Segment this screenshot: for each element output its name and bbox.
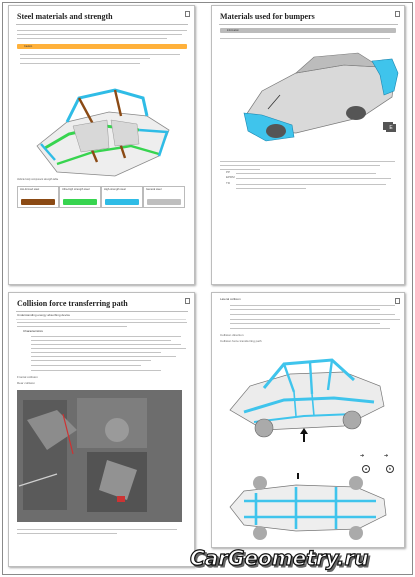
cargeometry-logo: CarGeometry.ru CarGeometry.ru bbox=[189, 545, 371, 572]
page-icon bbox=[185, 11, 190, 17]
title-divider bbox=[16, 311, 188, 312]
bullet-collision-direction: Collision direction bbox=[220, 333, 244, 337]
page-collision-path: Collision force transferring path Unders… bbox=[8, 292, 195, 567]
bullet-rear-collision: Rear collision bbox=[17, 381, 36, 385]
caution-note: Caution bbox=[17, 44, 187, 49]
legend-label: General steel bbox=[146, 188, 162, 191]
bullet-pp: PP bbox=[226, 170, 231, 174]
page-title: Lateral collision bbox=[220, 297, 241, 301]
caution-label: Caution bbox=[24, 45, 33, 48]
legend-hot-formed: Hot-formed steel bbox=[17, 186, 59, 208]
page-steel-materials: Steel materials and strength Caution Veh… bbox=[8, 5, 195, 285]
logo-text: CarGeometry.ru bbox=[190, 546, 369, 570]
bullet-epdm: EPDM bbox=[226, 175, 235, 179]
legend-swatch bbox=[21, 199, 55, 205]
information-label: Information bbox=[227, 29, 239, 32]
strength-table-caption: Vehicle body component strength table bbox=[17, 178, 59, 181]
legend-ultra-high: Ultra-high strength steel bbox=[59, 186, 101, 208]
marker-a: a bbox=[362, 465, 370, 473]
legend-general: General steel bbox=[143, 186, 185, 208]
information-note: Information bbox=[220, 28, 396, 33]
marker-b: b bbox=[386, 465, 394, 473]
legend-swatch bbox=[105, 199, 139, 205]
arrow-legend-a: ➔ bbox=[360, 453, 365, 459]
legend-high-strength: High-strength steel bbox=[101, 186, 143, 208]
logo-shadow: CarGeometry.ru bbox=[192, 548, 371, 572]
page-title: Collision force transferring path bbox=[17, 299, 128, 308]
title-divider bbox=[16, 24, 188, 25]
page-title: Steel materials and strength bbox=[17, 12, 113, 21]
arrow-legend-b: ➔ bbox=[384, 453, 389, 459]
section-characteristics: Characteristics bbox=[23, 329, 43, 333]
badge-e: E bbox=[386, 124, 396, 132]
bumper-car-illustration bbox=[243, 52, 399, 142]
subtitle: Understanding energy absorbing device bbox=[17, 313, 71, 317]
page-icon bbox=[395, 298, 400, 304]
lateral-body-illustration bbox=[229, 358, 385, 442]
bullet-td: TD bbox=[226, 181, 230, 185]
page-bumper-materials: Materials used for bumpers Information E… bbox=[211, 5, 405, 285]
page-icon bbox=[185, 298, 190, 304]
page-lateral-collision: Lateral collision Collision direction Co… bbox=[211, 292, 405, 548]
title-divider bbox=[219, 24, 398, 25]
page-icon bbox=[395, 11, 400, 17]
page-title: Materials used for bumpers bbox=[220, 12, 315, 21]
bullet-frontal-collision: Frontal collision bbox=[17, 375, 38, 379]
legend-label: High-strength steel bbox=[104, 188, 126, 191]
engine-bay-photo bbox=[17, 390, 182, 522]
underbody-illustration bbox=[229, 473, 387, 540]
legend-label: Ultra-high strength steel bbox=[62, 188, 90, 191]
vehicle-body-illustration bbox=[36, 88, 170, 177]
bullet-force-path: Collision force transferring path bbox=[220, 339, 262, 343]
legend-swatch bbox=[63, 199, 97, 205]
legend-swatch bbox=[147, 199, 181, 205]
legend-label: Hot-formed steel bbox=[20, 188, 40, 191]
